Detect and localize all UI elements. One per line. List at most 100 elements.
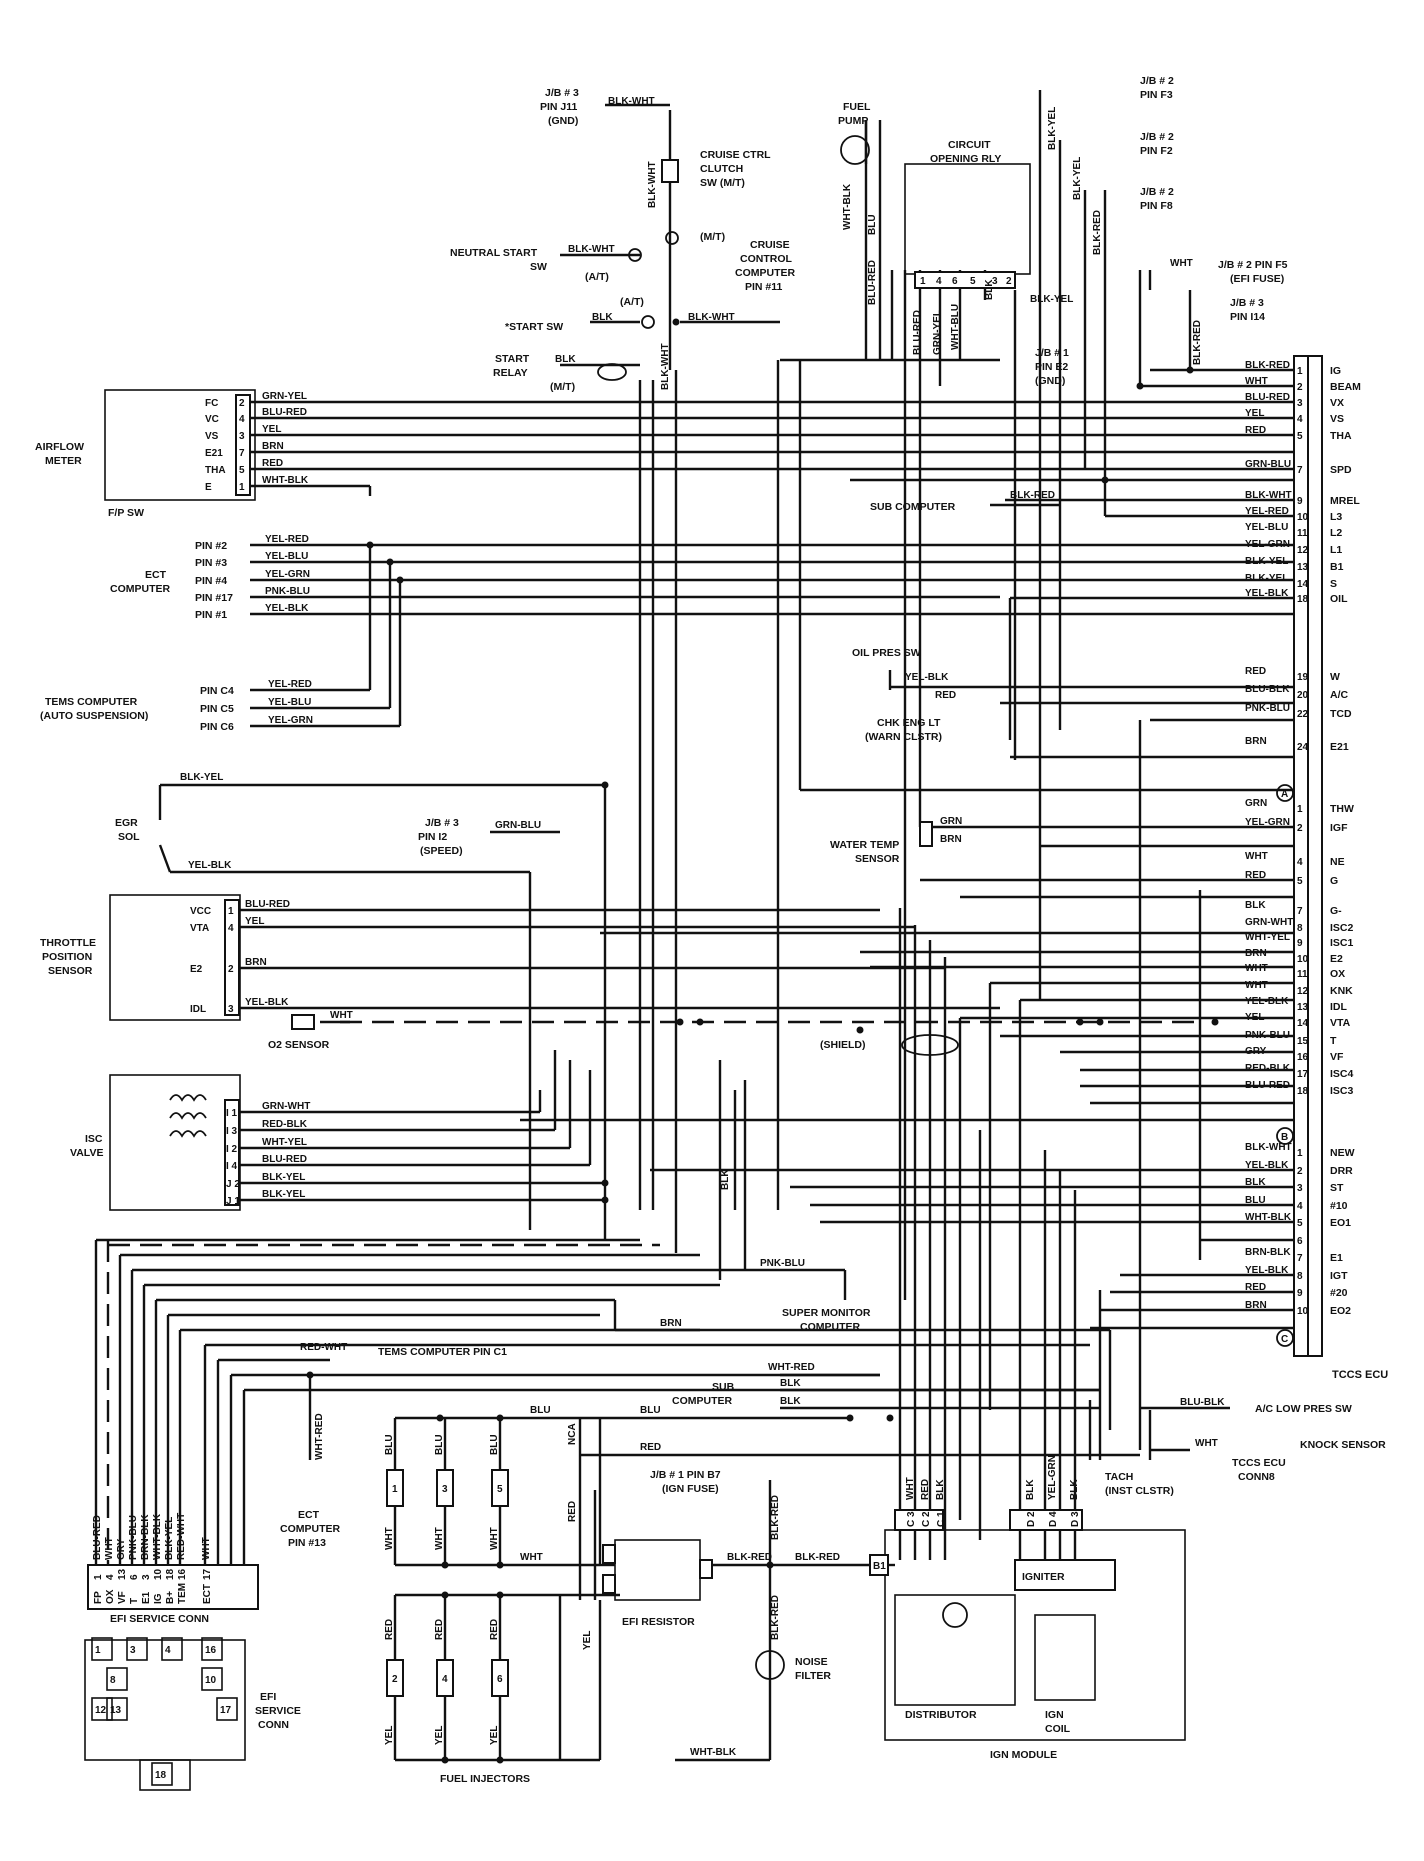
tems-wire-label: YEL-RED [268,679,312,690]
o2-sensor: O2 SENSOR WHT (SHIELD) [268,1010,959,1056]
ecu-wire-label: YEL-BLK [1245,588,1289,599]
efi-conn2-cell [161,1637,183,1661]
isc-pin-number: I 4 [226,1161,238,1172]
ecu-wire-label: YEL-RED [1245,506,1289,517]
ecu-pin-number: 19 [1297,672,1309,683]
ecu-pin-name: IGT [1330,1270,1348,1282]
isc-wire-label: RED-BLK [262,1119,308,1130]
injector-wire-down: WHT [434,1527,445,1550]
svg-text:IGN: IGN [1045,1709,1064,1721]
airflow-wire-label: RED [262,458,283,469]
wires [94,90,1294,1762]
super-monitor-computer: SUPER MONITOR COMPUTER PNK-BLU BRN [660,1258,871,1333]
ecu-pin-name: IGF [1330,822,1348,834]
svg-text:NEUTRAL START: NEUTRAL START [450,247,538,259]
svg-text:BLK-RED: BLK-RED [1192,320,1203,365]
svg-text:(INST CLSTR): (INST CLSTR) [1105,1485,1174,1497]
ecu-pin-name: TCD [1330,708,1352,720]
svg-text:F/P SW: F/P SW [108,507,144,519]
efi-conn-wire: PNK-BLU [128,1515,139,1560]
svg-text:(A/T): (A/T) [585,271,609,283]
ect-wire-label: YEL-BLK [265,603,309,614]
ecu-pin-number: 8 [1297,1271,1303,1282]
ecu-wire-label: YEL [1245,408,1264,419]
ect-pin-name: PIN #17 [195,592,233,604]
efi-conn2-number: 4 [165,1645,171,1656]
tach: TACH (INST CLSTR) [1105,1471,1174,1497]
svg-text:IGNITER: IGNITER [1022,1571,1065,1583]
efi-conn-wire: WHT [201,1537,212,1560]
efi-conn-wire: BLU-RED [92,1515,103,1560]
svg-text:BRN: BRN [940,834,962,845]
tps-pin-number: 3 [228,1004,234,1015]
injector-wire-down: YEL [489,1726,500,1745]
svg-text:SUPER MONITOR: SUPER MONITOR [782,1307,871,1319]
svg-text:SENSOR: SENSOR [48,965,93,977]
isc-coil [169,1094,207,1102]
ign-c-pin: C 3 [906,1511,917,1527]
svg-text:WHT: WHT [520,1552,543,1563]
ecu-wire-label: BLK-WHT [1245,490,1292,501]
efi-conn-name: TEM [177,1583,188,1604]
svg-text:IGN MODULE: IGN MODULE [990,1749,1057,1761]
ecu-pin-number: 9 [1297,1288,1303,1299]
injector-number: 4 [442,1674,448,1685]
svg-text:SERVICE: SERVICE [255,1705,301,1717]
start-switch: *START SW BLK (A/T) [505,296,655,333]
efi-conn-name: VF [117,1591,128,1604]
svg-text:COMPUTER: COMPUTER [110,583,171,595]
efi-conn2-number: 12 [95,1705,107,1716]
ecu-wire-label: WHT-BLK [1245,1212,1292,1223]
neutral-start-switch: NEUTRAL START SW BLK-WHT (A/T) (M/T) BLK… [450,161,725,283]
efi-conn-number: 13 [117,1568,128,1580]
ign-c-pin: C 2 [921,1511,932,1527]
ecu-pin-number: 10 [1297,1306,1309,1317]
ign-module: IGNITER DISTRIBUTOR IGN COIL IGN MODULE … [869,1455,1186,1761]
check-engine-light: CHK ENG LT (WARN CLSTR) RED [865,690,956,743]
ecu-pin-name: OX [1330,968,1345,980]
svg-text:WHT-RED: WHT-RED [768,1362,815,1373]
ecu-pin-name: VS [1330,413,1344,425]
efi-conn2-number: 17 [220,1705,232,1716]
ecu-wire-label: PNK-BLU [1245,703,1290,714]
tems-pin-name: PIN C5 [200,703,234,715]
ign-c-wire: RED [920,1479,931,1500]
svg-text:CONN8: CONN8 [1238,1471,1275,1483]
svg-text:J/B # 3: J/B # 3 [1230,297,1264,309]
ecu-pin-name: W [1330,671,1340,683]
svg-text:(GND): (GND) [548,115,578,127]
efi-conn2-cell [216,1697,238,1721]
ecu-wire-label: RED-BLK [1245,1063,1291,1074]
ecu-wire-label: BRN-BLK [1245,1247,1291,1258]
efi-conn-number: 6 [129,1574,140,1580]
ecu-section-letter: A [1281,789,1288,800]
efi-conn-wire: WHT [104,1537,115,1560]
fuel-injectors: 1BLUWHT3BLUWHT5BLUWHT2REDYEL4REDYEL6REDY… [384,1405,661,1785]
ecu-pin-name: IG [1330,365,1341,377]
ecu-pin-number: 10 [1297,512,1309,523]
svg-text:ECT: ECT [298,1509,320,1521]
efi-conn2-number: 8 [110,1675,116,1686]
svg-text:(SPEED): (SPEED) [420,845,463,857]
efi-conn-name: B+ [165,1591,176,1604]
injector-wire-down: WHT [384,1527,395,1550]
ecu-wire-label: WHT [1245,963,1268,974]
efi-conn-name: OX [105,1589,116,1604]
ecu-pin-number: 5 [1297,1218,1303,1229]
isc-pin-number: I 1 [226,1108,238,1119]
isc-wire-label: WHT-YEL [262,1137,307,1148]
svg-text:RED: RED [935,690,956,701]
ign-c-wire: BLK [935,1479,946,1500]
efi-conn-wire: BLK-YEL [164,1517,175,1560]
tps-pin-name: VCC [190,906,211,917]
ecu-pin-number: 5 [1297,876,1303,887]
knock-sensor: KNOCK SENSOR WHT TCCS ECU CONN8 [1195,1438,1386,1483]
efi-conn-name: FP [93,1591,104,1604]
airflow-pin-number: 4 [239,414,245,425]
fuel-pump: FUEL PUMP WHT-BLK BLU BLU-RED [838,101,878,305]
ecu-wire-label: BLK-YEL [1245,573,1288,584]
isc-wire-label: GRN-WHT [262,1101,310,1112]
